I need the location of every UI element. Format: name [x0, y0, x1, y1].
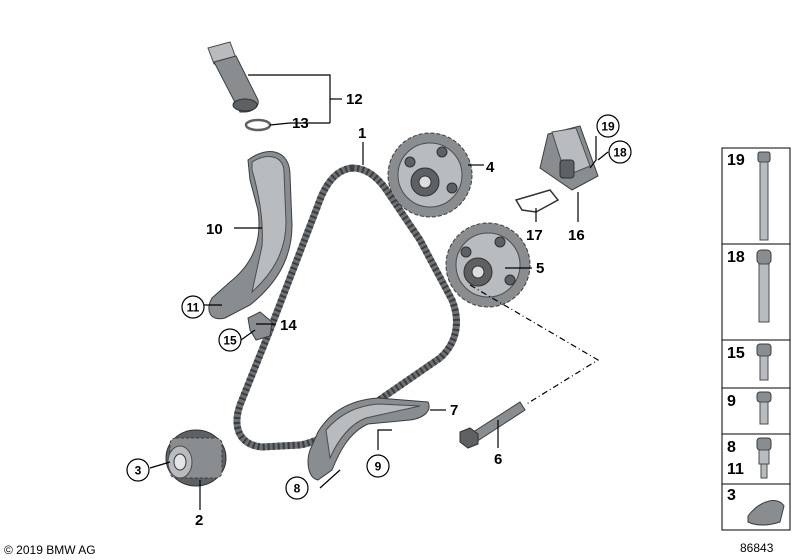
chain-tensioner — [207, 41, 259, 113]
crankshaft-sprocket — [165, 429, 227, 487]
callout-10: 10 — [206, 221, 223, 238]
camshaft-sprocket-lower — [445, 222, 531, 308]
leader-lines — [149, 74, 609, 510]
legend-label-15: 15 — [727, 345, 745, 362]
callout-19: 19 — [596, 114, 620, 138]
sliding-rail — [307, 397, 430, 481]
spring-clip — [514, 189, 560, 213]
svg-text:3: 3 — [135, 464, 142, 478]
tensioner-rail — [208, 151, 293, 320]
callout-5: 5 — [536, 260, 544, 277]
callout-4: 4 — [486, 159, 495, 176]
callout-13: 13 — [292, 115, 309, 132]
callout-6: 6 — [494, 451, 502, 468]
svg-text:8: 8 — [294, 482, 301, 496]
callout-17: 17 — [526, 227, 543, 244]
svg-text:15: 15 — [223, 334, 237, 348]
legend-label-9: 9 — [727, 393, 736, 410]
diagram-number: 86843 — [740, 541, 774, 555]
callout-9: 9 — [366, 454, 390, 478]
callout-15: 15 — [218, 328, 242, 352]
svg-text:18: 18 — [613, 146, 627, 160]
callout-12: 12 — [346, 91, 363, 108]
callout-18: 18 — [608, 140, 632, 164]
callout-2: 2 — [195, 512, 203, 529]
bracket — [539, 125, 599, 191]
guide-clip — [247, 311, 273, 341]
bolt-15-illustration — [756, 343, 772, 381]
callout-11: 11 — [181, 295, 205, 319]
camshaft-sprocket-upper — [387, 132, 473, 218]
svg-text:19: 19 — [601, 120, 615, 134]
legend-label-11: 11 — [727, 461, 744, 478]
bolt — [459, 401, 526, 449]
callout-14: 14 — [280, 317, 297, 334]
fastener-legend: 19 18 15 9 8 11 3 — [721, 147, 791, 531]
bolt-18-illustration — [756, 249, 772, 323]
callout-1: 1 — [358, 125, 366, 142]
bolt-8-11-illustration — [756, 437, 772, 479]
bolt-9-illustration — [756, 391, 772, 425]
seal-ring — [244, 118, 272, 132]
legend-label-3: 3 — [727, 487, 736, 504]
callout-3: 3 — [126, 458, 150, 482]
svg-text:9: 9 — [375, 460, 382, 474]
key-3-illustration — [747, 500, 785, 526]
legend-label-18: 18 — [727, 249, 745, 266]
callout-8: 8 — [285, 476, 309, 500]
callout-16: 16 — [568, 227, 585, 244]
bolt-19-illustration — [757, 151, 771, 241]
svg-text:11: 11 — [187, 301, 200, 315]
callout-7: 7 — [450, 402, 458, 419]
legend-label-8: 8 — [727, 439, 736, 456]
legend-label-19: 19 — [727, 152, 745, 169]
copyright-text: © 2019 BMW AG — [4, 543, 96, 557]
